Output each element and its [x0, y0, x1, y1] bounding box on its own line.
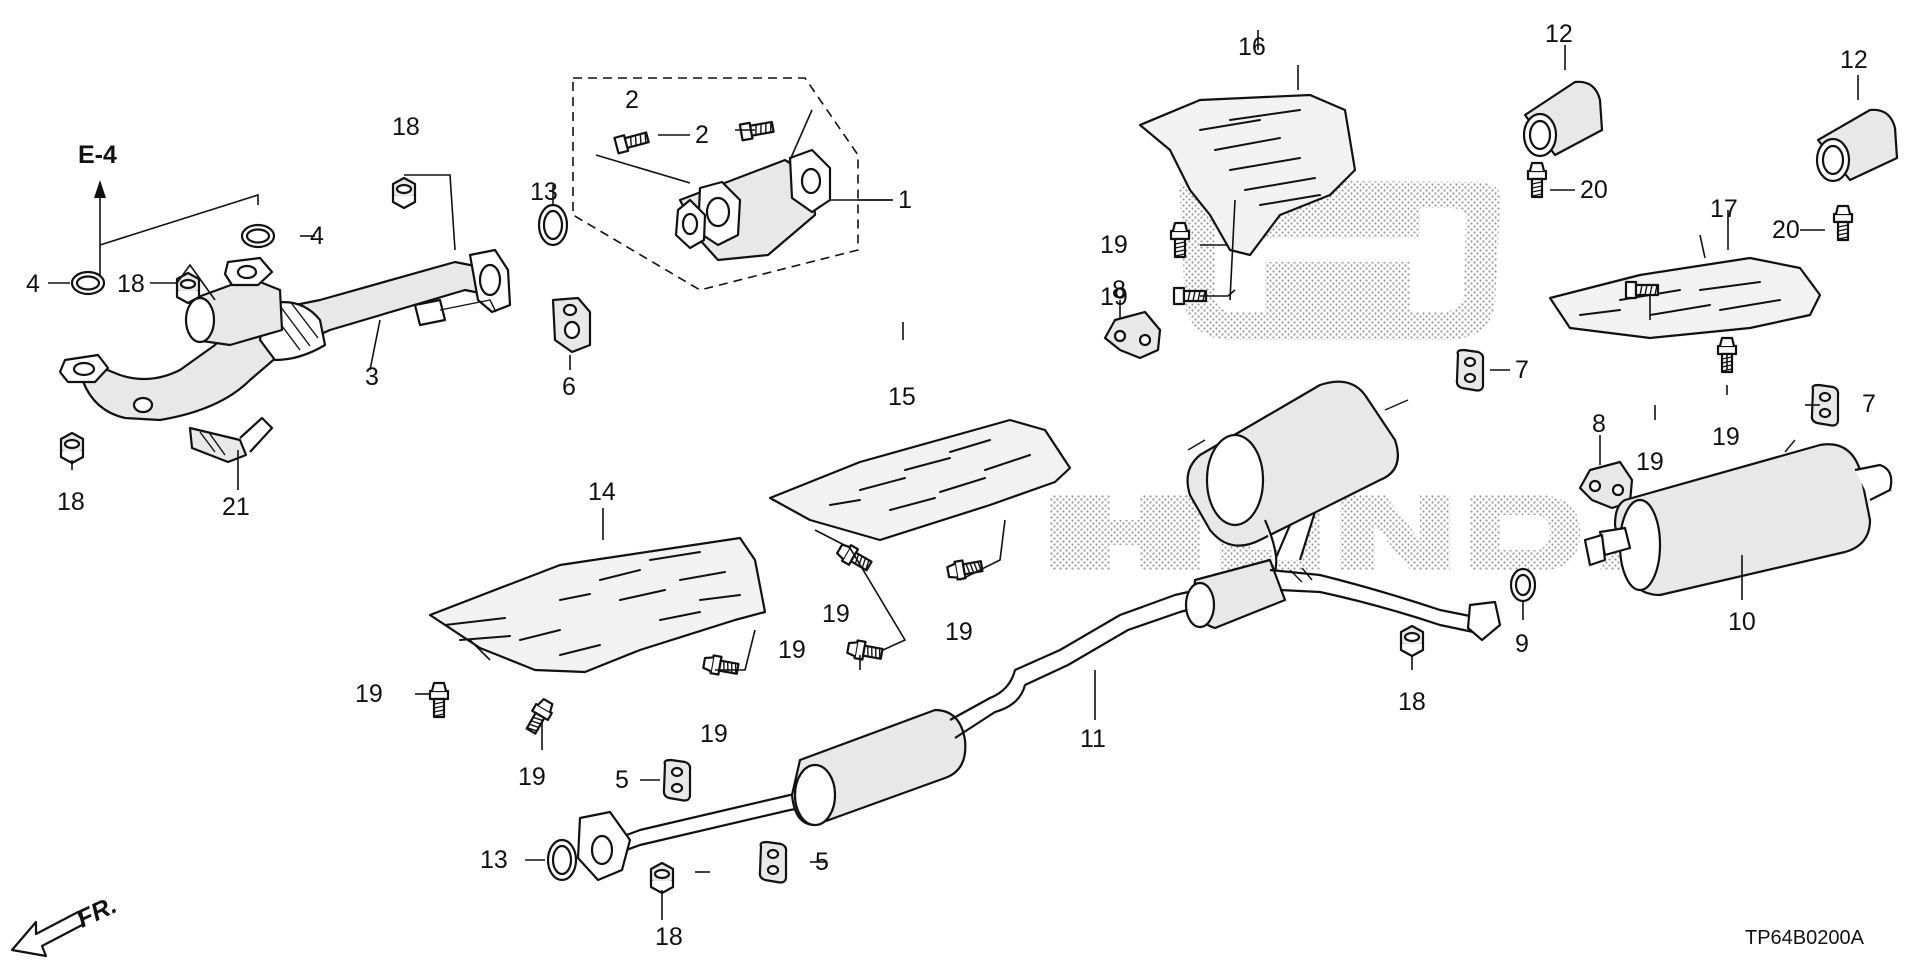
- callout-5a: 5: [615, 766, 629, 794]
- part-19-bolt-e: [834, 540, 875, 575]
- part-18-nut-e: [649, 861, 675, 895]
- callout-19j: 19: [700, 720, 728, 748]
- part-19-bolt-j: [701, 652, 741, 679]
- callout-6: 6: [562, 373, 576, 401]
- part-17-heat-shield: [1548, 256, 1822, 340]
- part-10-rear-muffler: [1583, 439, 1893, 597]
- part-19-bolt-d: [1624, 280, 1660, 300]
- callout-20a: 20: [1580, 176, 1608, 204]
- part-9-gasket: [1509, 567, 1537, 603]
- callout-15: 15: [888, 383, 916, 411]
- callout-10: 10: [1728, 608, 1756, 636]
- callout-19a: 19: [1100, 231, 1128, 259]
- part-5-hanger-upper: [662, 758, 692, 802]
- part-7-hanger-left: [1455, 348, 1485, 392]
- callout-16: 16: [1238, 33, 1266, 61]
- callout-19f: 19: [945, 618, 973, 646]
- center-muffler: [1186, 380, 1409, 571]
- part-3-front-pipe: [58, 248, 512, 422]
- reference-label: E-4: [78, 141, 117, 169]
- callout-1: 1: [898, 186, 912, 214]
- part-19-bolt-g: [845, 637, 885, 664]
- part-18-nut-a: [391, 176, 417, 210]
- callout-18a: 18: [392, 113, 420, 141]
- part-13-gasket-upper: [537, 203, 569, 247]
- part-4-gasket-upper: [240, 223, 276, 249]
- callout-5b: 5: [815, 848, 829, 876]
- callout-2b: 2: [695, 121, 709, 149]
- reference-arrow-e4: E-4: [78, 141, 259, 285]
- part-19-bolt-h: [428, 681, 450, 719]
- callout-19g: 19: [778, 636, 806, 664]
- callout-18e: 18: [655, 923, 683, 951]
- part-16-heat-shield: [1138, 93, 1357, 257]
- callout-19c: 19: [1712, 423, 1740, 451]
- part-12-tailpipe-finisher-right: [1815, 108, 1899, 183]
- callout-18b: 18: [117, 270, 145, 298]
- callout-19i: 19: [518, 763, 546, 791]
- callout-4b: 4: [26, 270, 40, 298]
- callout-19b: 19: [1100, 283, 1128, 311]
- part-4-gasket-lower: [70, 270, 106, 296]
- callout-19h: 19: [355, 680, 383, 708]
- callout-12b: 12: [1840, 46, 1868, 74]
- callout-18d: 18: [1398, 688, 1426, 716]
- part-1-catalytic-converter: [572, 77, 893, 291]
- callout-13b: 13: [480, 846, 508, 874]
- callout-3: 3: [365, 363, 379, 391]
- callout-11: 11: [1080, 725, 1106, 753]
- part-18-nut-d: [1399, 624, 1425, 658]
- callout-19d: 19: [1636, 448, 1664, 476]
- honda-watermark: [1050, 179, 1700, 570]
- part-8-bracket-left: [1103, 310, 1162, 360]
- part-15-heat-shield: [768, 418, 1072, 542]
- callout-12a: 12: [1545, 20, 1573, 48]
- leader-lines: [48, 30, 1859, 920]
- part-13-gasket-lower: [546, 838, 578, 882]
- part-11-middle-pipe: [576, 488, 1502, 882]
- callout-7b: 7: [1862, 390, 1876, 418]
- callout-18c: 18: [57, 488, 85, 516]
- callout-labels: 1 2 2 3 4 4 5 5 6 7 7 8 8 9 10 11 12 12 …: [26, 20, 1876, 951]
- diagram-code: TP64B0200A: [1745, 927, 1865, 949]
- callout-7a: 7: [1515, 356, 1529, 384]
- callout-20b: 20: [1772, 216, 1800, 244]
- callout-4a: 4: [310, 222, 324, 250]
- part-21-oxygen-sensor: [188, 416, 274, 464]
- callout-21: 21: [222, 493, 250, 521]
- callout-19e: 19: [822, 600, 850, 628]
- callout-8b: 8: [1592, 410, 1606, 438]
- callout-14: 14: [588, 478, 616, 506]
- callout-8a: 8: [1112, 276, 1126, 304]
- part-20-bolt-b: [1832, 204, 1854, 242]
- part-19-bolt-i: [522, 696, 557, 737]
- callout-13a: 13: [530, 178, 558, 206]
- part-5-hanger-lower: [758, 840, 788, 884]
- part-18-nut-c: [59, 431, 85, 465]
- part-12-tailpipe-finisher-left: [1522, 80, 1604, 158]
- part-6-rubber-mount: [551, 296, 592, 354]
- callout-9: 9: [1515, 630, 1529, 658]
- callout-17: 17: [1710, 195, 1738, 223]
- front-direction-arrow: FR.: [10, 891, 121, 958]
- callout-2a: 2: [625, 86, 639, 114]
- part-20-bolt-a: [1526, 161, 1548, 199]
- part-14-heat-shield: [428, 536, 767, 674]
